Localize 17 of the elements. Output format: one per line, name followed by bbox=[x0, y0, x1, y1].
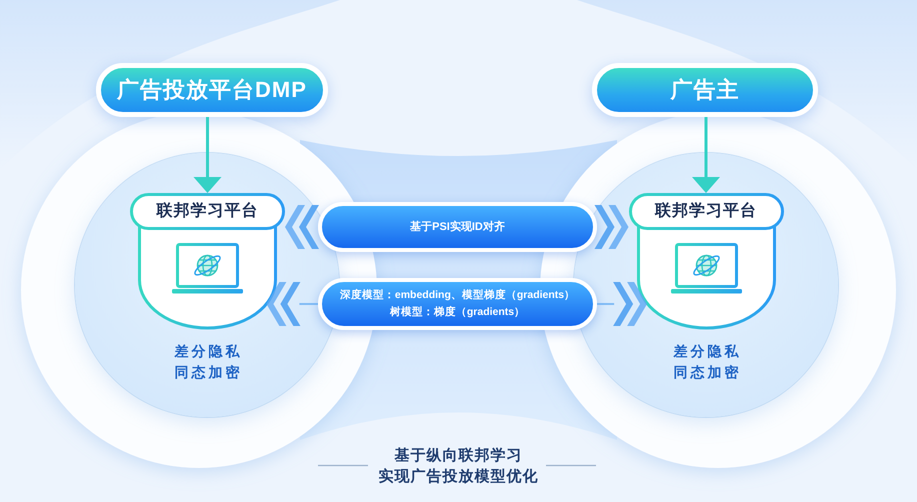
message-pill: 基于PSI实现ID对齐 bbox=[318, 202, 597, 252]
party-pill: 广告主 bbox=[592, 63, 818, 117]
caption-text: 基于纵向联邦学习实现广告投放模型优化 bbox=[378, 446, 538, 487]
shield-title: 联邦学习平台 bbox=[655, 201, 757, 222]
technique-label: 同态加密 bbox=[174, 363, 242, 382]
arrow bbox=[194, 117, 222, 193]
technique-label: 差分隐私 bbox=[672, 342, 742, 361]
arrow bbox=[692, 117, 720, 193]
shield-title: 联邦学习平台 bbox=[156, 201, 258, 222]
technique-label: 同态加密 bbox=[672, 363, 742, 382]
pill-text: 深度模型：embedding、模型梯度（gradients） bbox=[340, 288, 576, 303]
message-pill bbox=[318, 278, 597, 330]
party-pill: 广告投放平台DMP bbox=[96, 63, 328, 117]
pill-text: 树模型：梯度（gradients） bbox=[390, 304, 526, 320]
platform-shield bbox=[130, 193, 285, 330]
platform-shield bbox=[628, 193, 784, 330]
technique-label: 差分隐私 bbox=[173, 342, 242, 361]
